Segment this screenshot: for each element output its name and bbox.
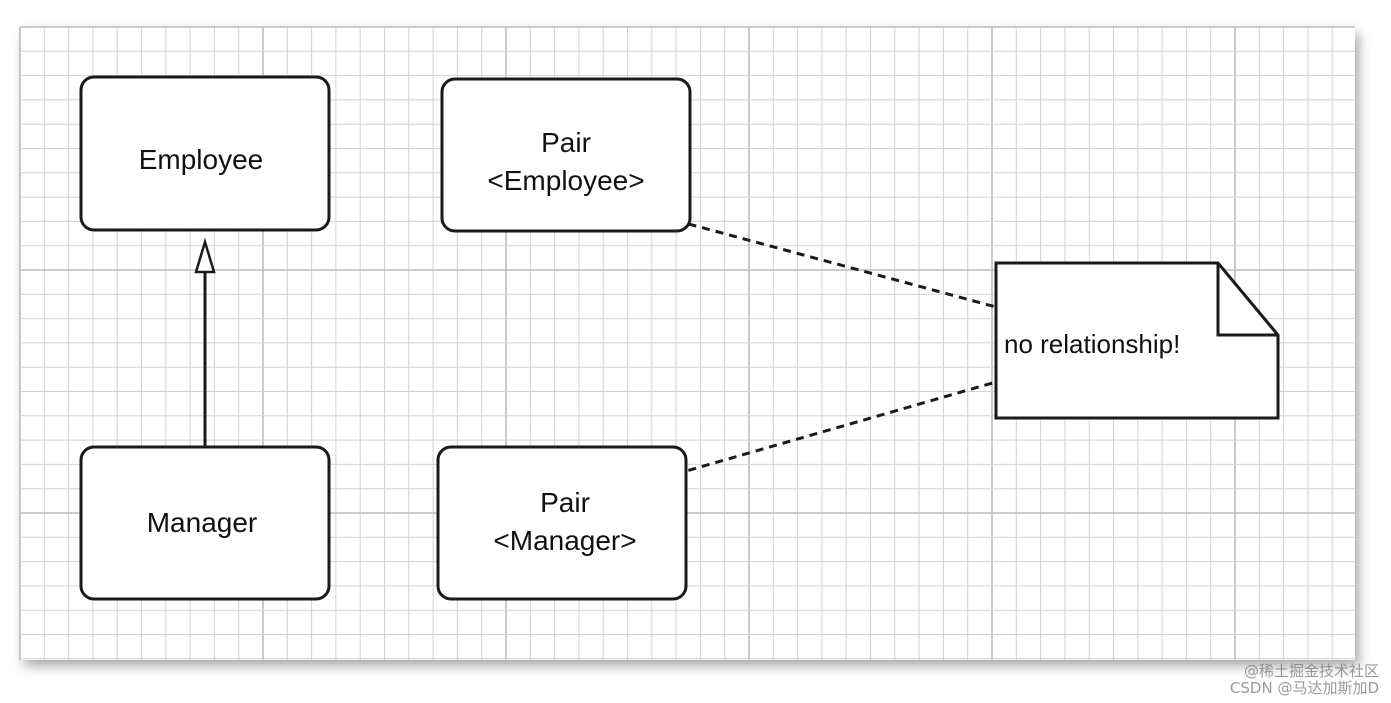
node-manager: Manager [79, 445, 331, 601]
dashed-connector-pair-manager [647, 380, 997, 484]
inheritance-arrowhead [194, 237, 216, 274]
note-folded-corner [1216, 263, 1278, 337]
node-pair-employee-label-line2: <Employee> [487, 165, 644, 196]
note-text: no relationship! [1004, 329, 1180, 359]
note-shape [994, 261, 1280, 420]
dashed-connector-pair-employee [647, 211, 997, 309]
node-employee-label: Employee [139, 144, 264, 175]
node-pair-manager: Pair <Manager> [436, 445, 688, 601]
node-pair-employee: Pair <Employee> [440, 77, 692, 233]
node-pair-manager-label-line1: Pair [540, 487, 590, 518]
node-pair-employee-label-line1: Pair [541, 127, 591, 158]
note-no-relationship: no relationship! [994, 261, 1280, 420]
node-manager-label: Manager [147, 507, 258, 538]
node-employee: Employee [79, 75, 331, 232]
node-pair-manager-label-line2: <Manager> [493, 525, 636, 556]
